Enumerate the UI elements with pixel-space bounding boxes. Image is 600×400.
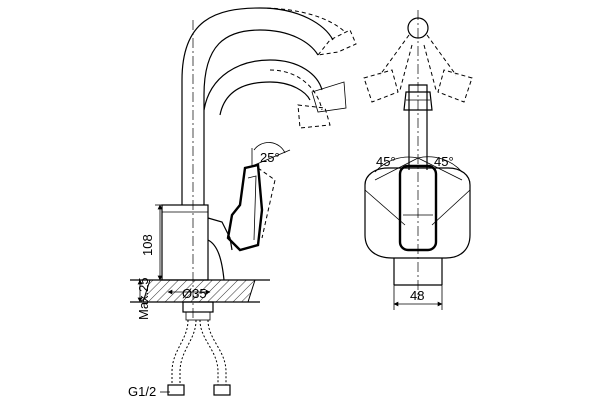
angle-25-annotation: 25° (251, 142, 291, 167)
angle-25-label: 25° (260, 150, 280, 165)
lever-handle (226, 163, 276, 252)
supply-hoses (167, 301, 231, 396)
angle-45-right-label: 45° (434, 154, 454, 169)
side-spout-alt (363, 34, 473, 103)
width-48-label: 48 (410, 288, 424, 303)
diameter-35-label: Ø35 (182, 286, 207, 301)
side-handle-body (364, 164, 471, 286)
height-dimension: 108 (140, 204, 168, 281)
side-view: 45° 45° 48 (363, 10, 473, 310)
side-angle-annotations: 45° 45° (374, 154, 463, 181)
front-view: 25° 108 Max.25 Ø35 (128, 7, 357, 399)
faucet-base (161, 204, 233, 281)
thread-g12-label: G1/2 (128, 384, 156, 399)
spout-main (181, 7, 347, 205)
max-25-label: Max.25 (136, 277, 151, 320)
height-108-label: 108 (140, 234, 155, 256)
spout-alt-positions (259, 7, 357, 129)
side-spout (403, 17, 433, 170)
max-dimension: Max.25 (136, 277, 151, 320)
angle-45-left-label: 45° (376, 154, 396, 169)
width-dimension: 48 (393, 285, 443, 310)
